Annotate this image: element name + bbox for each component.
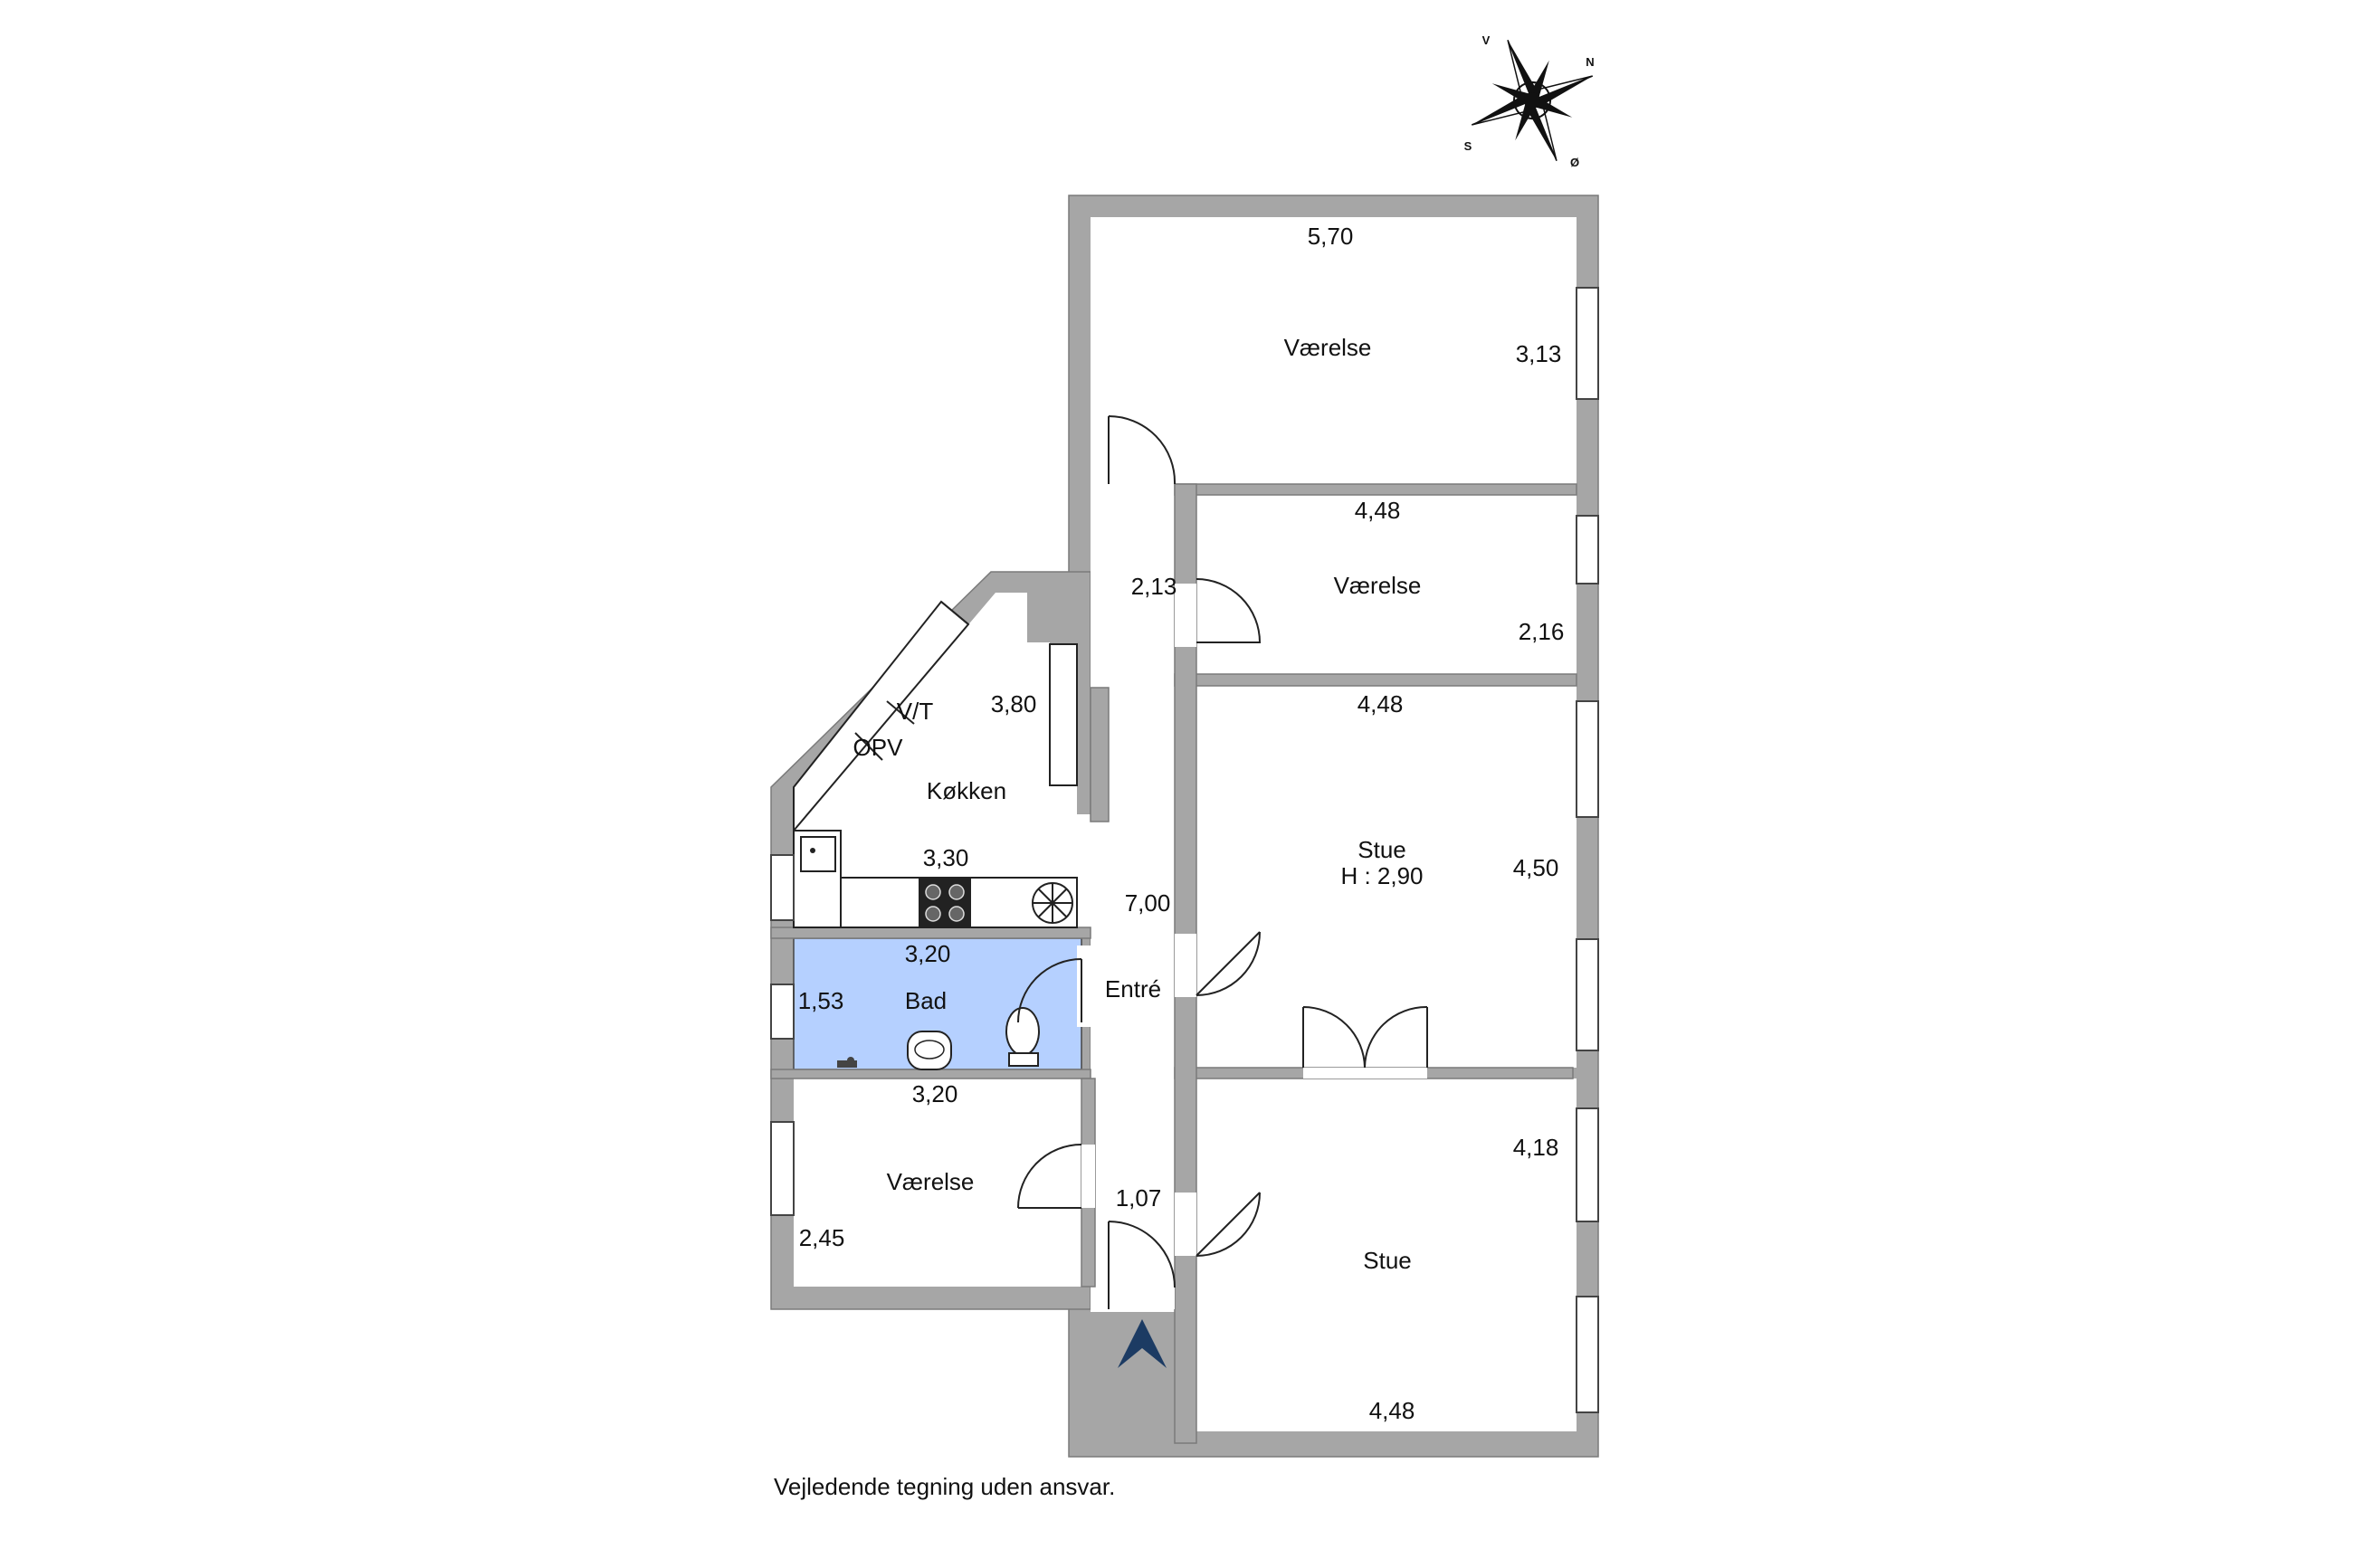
window-koekken	[770, 854, 795, 921]
room-name-bad: Bad	[905, 987, 947, 1014]
room-name-stue-mid: Stue	[1358, 836, 1406, 863]
dim-entre-entry-width: 1,07	[1116, 1184, 1162, 1212]
window-stue-bottom-1	[1576, 1107, 1599, 1222]
dim-bad-width: 3,20	[905, 940, 951, 967]
shower-tap-icon	[837, 1057, 857, 1068]
bathroom-fixtures	[837, 1007, 1040, 1070]
floor-stue-bottom	[1196, 1079, 1577, 1431]
dim-vaerelse-left-depth: 2,45	[799, 1224, 845, 1251]
kitchen-fixtures	[793, 600, 1078, 928]
kitchen-vt-label: V/T	[897, 698, 934, 725]
dim-bad-depth: 1,53	[798, 987, 844, 1014]
floor-koekken	[794, 593, 1077, 927]
dim-vaerelse-mid-width: 4,48	[1355, 497, 1401, 524]
floor-entre	[1091, 484, 1186, 1312]
window-stue-mid-1	[1576, 700, 1599, 818]
room-name-entre: Entré	[1105, 975, 1161, 1003]
window-stue-bottom-2	[1576, 1296, 1599, 1413]
dim-vaerelse-top-width: 5,70	[1308, 223, 1354, 250]
compass-north-label: N	[1586, 55, 1594, 69]
room-name-koekken: Køkken	[927, 777, 1006, 804]
room-name-vaerelse-top: Værelse	[1284, 334, 1372, 361]
dim-stue-mid-width: 4,48	[1358, 690, 1404, 717]
room-name-vaerelse-mid: Værelse	[1334, 572, 1422, 599]
floor-koekken-link	[1077, 814, 1091, 927]
dim-koekken-width: 3,30	[923, 844, 969, 871]
window-stue-mid-2	[1576, 938, 1599, 1051]
floor-vaerelse-left	[794, 1079, 1081, 1287]
doors	[1017, 415, 1428, 1309]
dim-stue-bottom-depth: 4,18	[1513, 1134, 1559, 1161]
room-name-stue-bottom: Stue	[1363, 1247, 1412, 1274]
compass-east-label: Ø	[1570, 156, 1579, 169]
floor-stue-mid	[1196, 686, 1577, 1068]
washbasin-icon	[907, 1031, 952, 1070]
floor-vaerelse-mid	[1196, 495, 1577, 674]
dim-stue-mid-depth: 4,50	[1513, 854, 1559, 881]
toilet-icon	[1005, 1007, 1040, 1067]
window-vaerelse-mid	[1576, 515, 1599, 584]
room-labels: Værelse 5,70 3,13 Værelse 4,48 2,16 Stue…	[798, 223, 1565, 1424]
kitchen-tall-cabinet	[1049, 643, 1078, 786]
dim-entre-hall-width: 2,13	[1131, 573, 1177, 600]
dim-stue-bottom-width: 4,48	[1369, 1397, 1415, 1424]
stove-icon	[919, 878, 971, 927]
windows	[770, 287, 1599, 1413]
dim-koekken-depth: 3,80	[991, 690, 1037, 717]
disclaimer-text: Vejledende tegning uden ansvar.	[774, 1473, 1116, 1500]
entrance-arrow-icon	[1118, 1319, 1167, 1368]
dim-vaerelse-mid-depth: 2,16	[1519, 618, 1565, 645]
window-vaerelse-top	[1576, 287, 1599, 400]
room-name-vaerelse-left: Værelse	[887, 1168, 975, 1195]
kitchen-opv-label: OPV	[853, 734, 904, 761]
dim-vaerelse-top-depth: 3,13	[1516, 340, 1562, 367]
room-height-stue-mid: H : 2,90	[1340, 862, 1423, 889]
sink-icon	[800, 836, 836, 872]
compass-south-label: S	[1464, 139, 1472, 153]
window-vaerelse-left	[770, 1121, 795, 1216]
compass-rose-icon	[1471, 39, 1594, 162]
compass-west-label: V	[1482, 33, 1491, 47]
extractor-fan-icon	[1032, 882, 1073, 924]
dim-entre-length: 7,00	[1125, 889, 1171, 917]
window-bad	[770, 984, 795, 1040]
dim-vaerelse-left-width: 3,20	[912, 1080, 958, 1107]
